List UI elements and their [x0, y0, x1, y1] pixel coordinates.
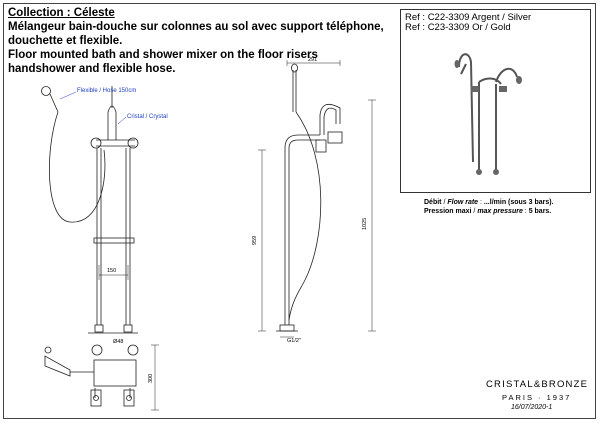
header: Collection : Céleste Mélangeur bain-douc…: [8, 7, 388, 76]
specs: Débit / Flow rate : ...l/min (sous 3 bar…: [424, 198, 554, 216]
dimension-291-label: 291: [308, 57, 317, 63]
dimension-959-label: 959: [252, 236, 258, 245]
thread-label: G1/2": [287, 338, 301, 344]
max-pressure: Pression maxi / max pressure : 5 bars.: [424, 208, 552, 215]
hose-callout: Flexible / Hose 150cm: [77, 88, 136, 94]
dimension-150: [98, 265, 129, 280]
crystal-callout: Cristal / Crystal: [127, 114, 168, 120]
reference-silver: Ref : C22-3309 Argent / Silver: [405, 12, 532, 23]
description-fr: Mélangeur bain-douche sur colonnes au so…: [8, 21, 384, 47]
product-photo: [454, 53, 522, 175]
dimension-1025-label: 1025: [362, 218, 368, 230]
brand-city: PARIS · 1937: [502, 393, 572, 402]
dimension-48-label: Ø48: [113, 339, 123, 345]
collection-title: Collection : Céleste: [8, 7, 115, 19]
reference-gold: Ref : C23-3309 Or / Gold: [405, 22, 511, 33]
brand-name: CRISTAL&BRONZE: [486, 379, 589, 390]
reference-box: Ref : C22-3309 Argent / Silver Ref : C23…: [400, 9, 591, 193]
description-en: Floor mounted bath and shower mixer on t…: [8, 49, 318, 75]
flow-rate: Débit / Flow rate : ...l/min (sous 3 bar…: [424, 199, 554, 206]
page-frame: [3, 3, 596, 419]
front-view: [41, 86, 139, 334]
top-view: [44, 344, 139, 407]
dimension-300-label: 300: [148, 374, 154, 383]
document-date: 16/07/2020-1: [511, 404, 553, 411]
dimension-150-label: 150: [107, 268, 116, 274]
side-view: [276, 63, 343, 332]
